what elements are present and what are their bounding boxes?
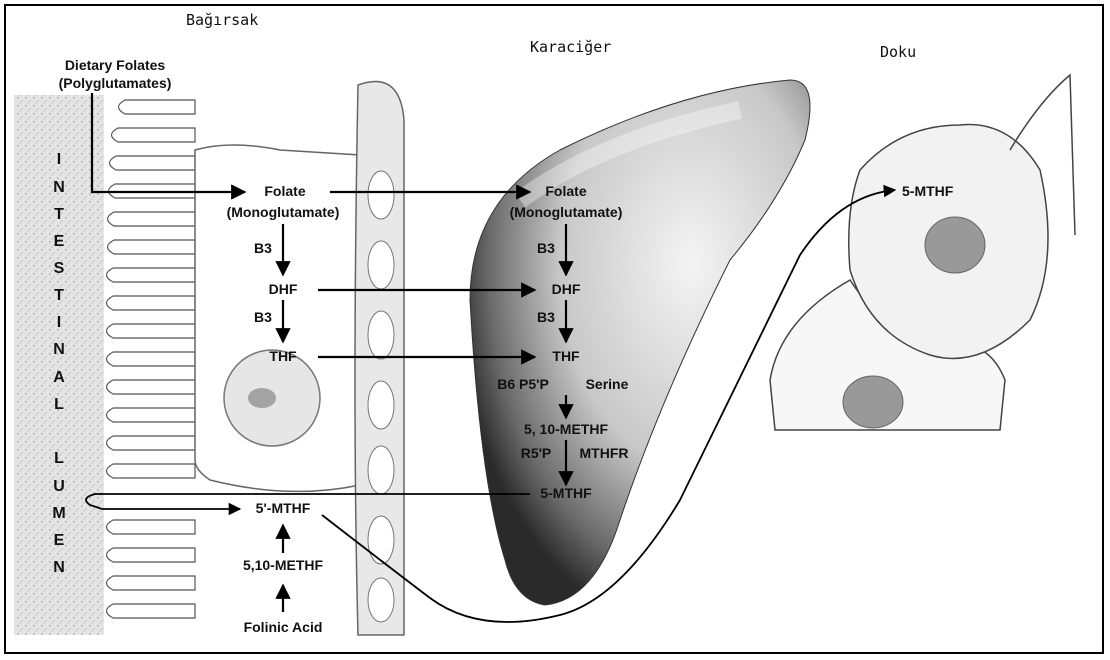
- svg-text:A: A: [53, 369, 65, 386]
- tissue-5mthf-label: 5-MTHF: [902, 183, 954, 199]
- liver-b3-label-1: B3: [537, 240, 555, 256]
- villi: [107, 100, 196, 618]
- liver-title: Karaciğer: [530, 38, 611, 56]
- liver-r5p-label: R5'P: [521, 445, 552, 461]
- svg-text:T: T: [54, 287, 64, 304]
- intestine-thf-label: THF: [269, 348, 297, 364]
- svg-text:T: T: [54, 206, 64, 223]
- svg-text:I: I: [57, 151, 61, 168]
- svg-text:I: I: [57, 314, 61, 331]
- folinic-acid-label: Folinic Acid: [244, 619, 323, 635]
- intestine-monoglutamate-label: (Monoglutamate): [227, 204, 340, 220]
- liver-monoglutamate-label: (Monoglutamate): [510, 204, 623, 220]
- svg-text:S: S: [54, 260, 65, 277]
- svg-text:E: E: [54, 233, 65, 250]
- liver-folate-label: Folate: [545, 183, 586, 199]
- svg-text:M: M: [52, 505, 65, 522]
- liver-b6-label: B6 P5'P: [497, 376, 549, 392]
- intestine-methf-label: 5,10-METHF: [243, 557, 324, 573]
- polyglutamates-label: (Polyglutamates): [59, 75, 172, 91]
- tissue-title: Doku: [880, 43, 916, 61]
- liver-5mthf-label: 5-MTHF: [540, 485, 592, 501]
- liver-shape: [470, 80, 810, 605]
- svg-text:N: N: [53, 341, 65, 358]
- dietary-folates-label: Dietary Folates: [65, 57, 166, 73]
- liver-serine-label: Serine: [586, 376, 629, 392]
- liver-mthfr-label: MTHFR: [580, 445, 629, 461]
- intestine-b3-label-2: B3: [254, 309, 272, 325]
- tissue-nucleus-1: [925, 217, 985, 273]
- svg-text:U: U: [53, 478, 65, 495]
- intestine-5mthf-label: 5'-MTHF: [256, 500, 311, 516]
- svg-text:L: L: [54, 396, 64, 413]
- liver-thf-label: THF: [552, 348, 580, 364]
- blood-vessel: [355, 82, 404, 635]
- liver-methf-label: 5, 10-METHF: [524, 421, 608, 437]
- intestine-folate-label: Folate: [264, 183, 305, 199]
- tissue-cells: [770, 75, 1075, 430]
- svg-text:L: L: [54, 450, 64, 467]
- svg-text:N: N: [53, 179, 65, 196]
- intestine-title: Bağırsak: [186, 11, 258, 29]
- intestinal-lumen-area: [14, 95, 104, 635]
- svg-text:E: E: [54, 532, 65, 549]
- liver-dhf-label: DHF: [552, 281, 581, 297]
- tissue-nucleus-2: [843, 376, 903, 428]
- liver-b3-label-2: B3: [537, 309, 555, 325]
- intestine-b3-label-1: B3: [254, 240, 272, 256]
- svg-text:N: N: [53, 559, 65, 576]
- intestine-dhf-label: DHF: [269, 281, 298, 297]
